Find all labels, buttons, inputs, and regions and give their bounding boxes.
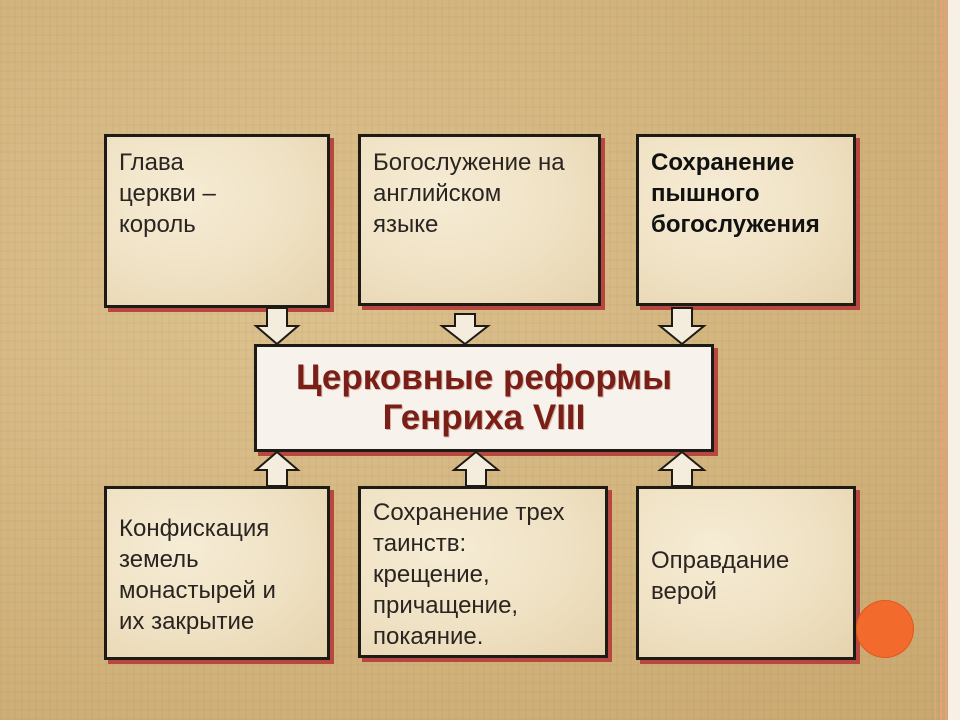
center-title-line1: Церковные реформы [295,358,673,397]
slide-edge-line [935,0,936,720]
box-lavish-service: Сохранение пышного богослужения [636,134,856,306]
box-text-line: Глава [119,149,184,176]
box-text-line: Богослужение на [373,149,565,176]
box-text-line: король [119,211,196,238]
box-text-line: верой [651,578,717,605]
decorative-circle [856,600,914,658]
box-text-line: покаяние. [373,623,484,650]
box-english-service: Богослужение на английском языке [358,134,601,306]
box-text-line: богослужения [651,211,820,238]
box-monastery-confiscation: Конфискация земель монастырей и их закры… [104,486,330,660]
slide-border-line [945,0,947,720]
box-text-line: их закрытие [119,608,255,635]
box-text-line: земель [119,546,199,573]
box-text-line: Оправдание [651,547,790,574]
box-three-sacraments: Сохранение трех таинств: крещение, прича… [358,486,608,658]
box-text-line: крещение, [373,561,490,588]
box-text-line: Сохранение трех [373,499,565,526]
box-text-line: пышного [651,180,760,207]
box-head-of-church: Глава церкви – король [104,134,330,308]
center-title-box: Церковные реформы Генриха VIII [254,344,714,452]
center-title-line2: Генриха VIII [382,398,586,437]
box-text-line: Сохранение [651,149,795,176]
box-text-line: Конфискация [119,515,270,542]
box-text-line: таинств: [373,530,467,557]
box-text-line: причащение, [373,592,519,619]
box-text-line: английском [373,180,502,207]
slide-border-line [940,0,942,720]
box-text-line: церкви – [119,180,216,207]
box-justification-by-faith: Оправдание верой [636,486,856,660]
box-text-line: монастырей и [119,577,276,604]
box-text-line: языке [373,211,439,238]
